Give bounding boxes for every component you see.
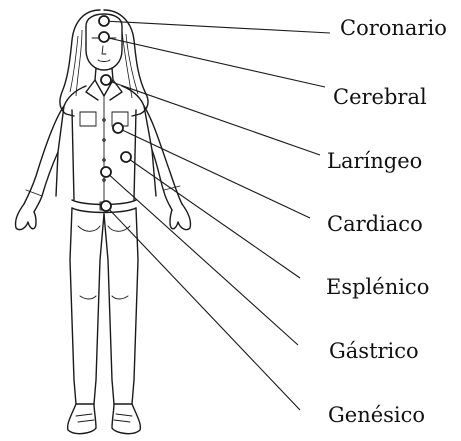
leader-line-laringeo [105, 79, 321, 156]
leader-line-cardiaco [117, 127, 311, 219]
label-gastrico: Gástrico [329, 339, 419, 363]
leader-lines [103, 20, 331, 411]
point-esplenico [120, 151, 132, 163]
label-esplenico: Esplénico [326, 275, 429, 299]
point-genesico [100, 200, 112, 212]
chakra-labels: Coronario Cerebral Laríngeo Cardiaco Esp… [326, 16, 447, 427]
point-coronario [98, 15, 110, 27]
point-cerebral [98, 31, 110, 43]
point-gastrico [100, 166, 112, 178]
label-genesico: Genésico [328, 403, 425, 427]
woman-figure-illustration [14, 9, 192, 435]
label-coronario: Coronario [340, 16, 447, 40]
chakra-points [98, 15, 132, 212]
label-laringeo: Laríngeo [327, 149, 422, 173]
label-cerebral: Cerebral [333, 85, 427, 109]
leader-line-cerebral [103, 36, 326, 88]
leader-line-coronario [103, 20, 331, 34]
point-laringeo [100, 74, 112, 86]
label-cardiaco: Cardiaco [327, 212, 423, 236]
leader-line-genesico [105, 205, 301, 411]
leader-line-gastrico [105, 171, 299, 346]
point-cardiaco [112, 122, 124, 134]
leader-line-esplenico [125, 156, 301, 279]
